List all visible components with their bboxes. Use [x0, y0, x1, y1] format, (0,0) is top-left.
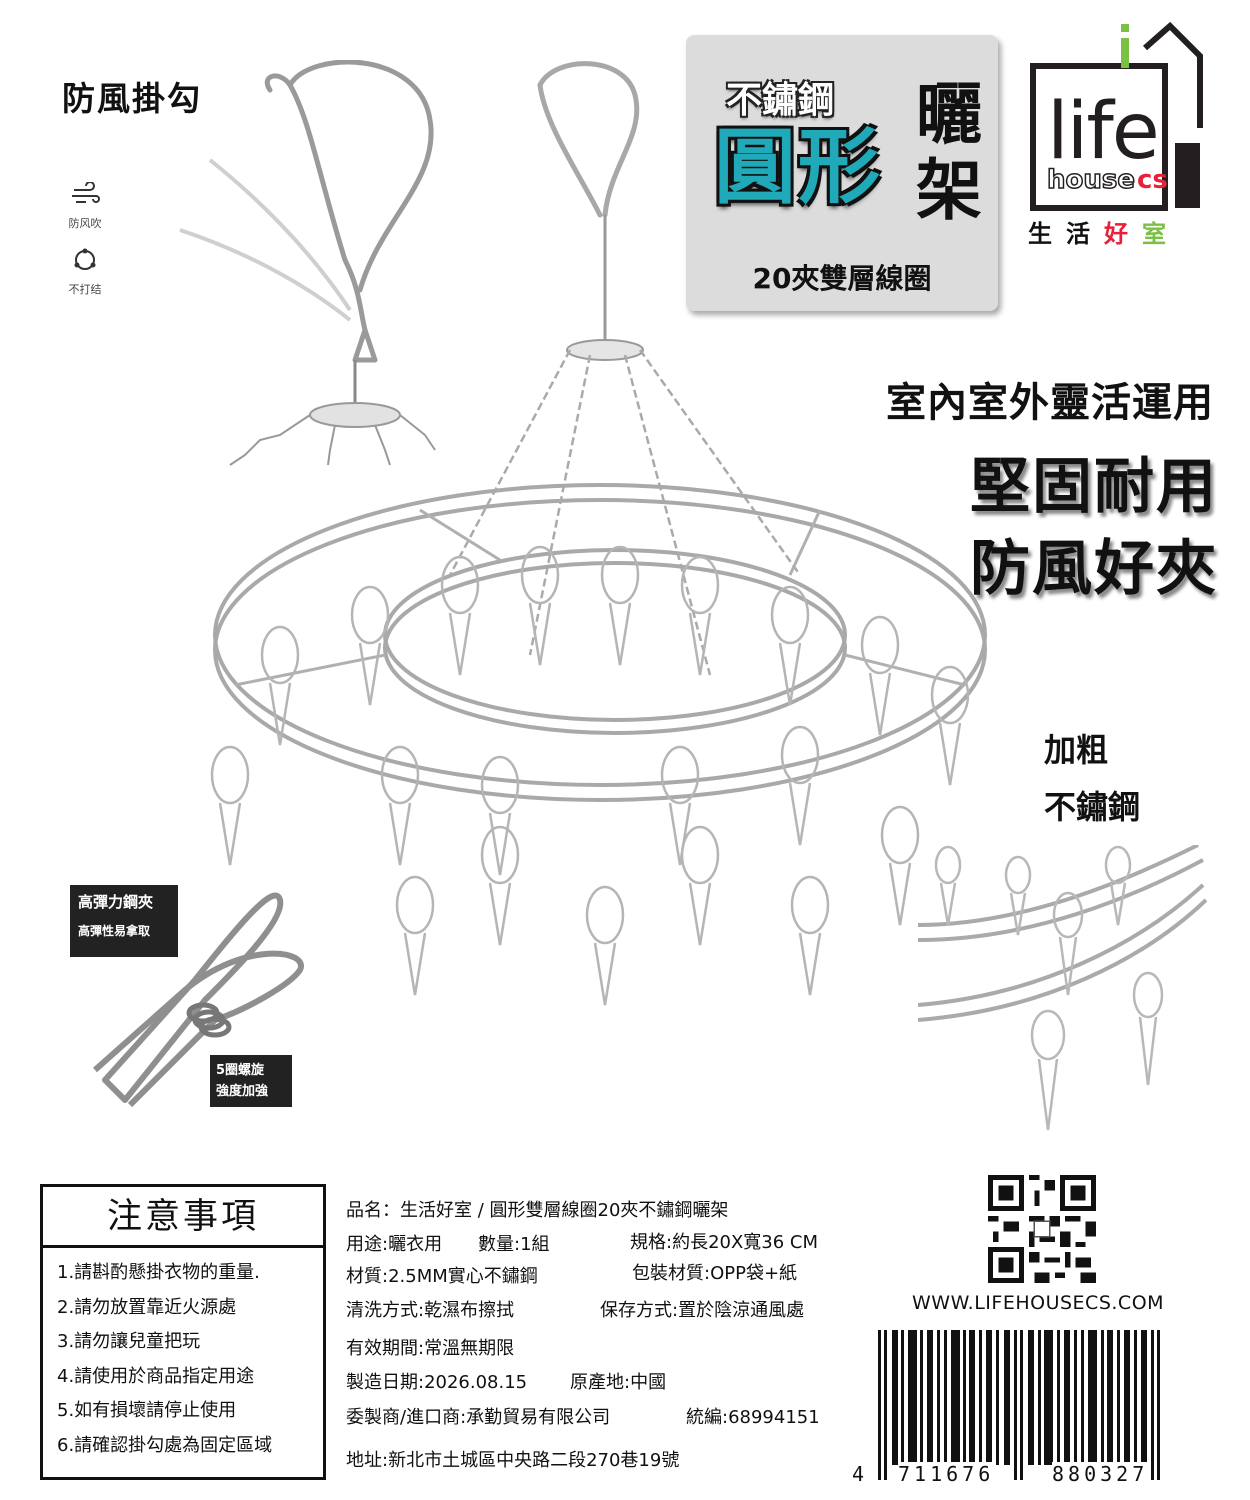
slogan-durable: 堅固耐用	[970, 452, 1218, 522]
notice-item: 1.請斟酌懸掛衣物的重量.	[57, 1262, 260, 1283]
product-origin: 原產地:中國	[570, 1372, 667, 1393]
product-spec: 規格:約長20X寬36 CM	[630, 1232, 819, 1253]
logo-char-1: 生	[1028, 220, 1066, 248]
knot-label: 不打结	[68, 283, 102, 296]
svg-text:house: house	[1047, 165, 1135, 195]
product-name: 品名：生活好室 / 圓形雙層線圈20夾不鏽鋼曬架	[346, 1200, 729, 1221]
product-validity: 有效期間:常溫無期限	[346, 1338, 515, 1359]
title-material: 不鏽鋼	[726, 80, 835, 121]
barcode-right-digits: 880327	[1052, 1462, 1149, 1486]
clip-spring-title: 高彈力鋼夾	[78, 893, 154, 911]
knot-feature: 不打结	[60, 246, 110, 297]
wind-hook-illustration	[179, 60, 436, 466]
product-quantity: 數量:1組	[478, 1234, 550, 1255]
clip-spring-badge: 高彈力鋼夾 高彈性易拿取	[70, 885, 178, 957]
svg-text:cs: cs	[1137, 165, 1168, 195]
barcode	[878, 1330, 1160, 1480]
website-url[interactable]: WWW.LIFEHOUSECS.COM	[912, 1292, 1165, 1314]
qr-code	[988, 1175, 1096, 1283]
logo-char-3: 好	[1104, 220, 1142, 248]
slogan-indoor-outdoor: 室內室外靈活運用	[886, 380, 1214, 426]
title-vertical-2: 架	[916, 152, 982, 229]
notice-item: 2.請勿放置靠近火源處	[57, 1296, 237, 1318]
spiral-title: 5圈螺旋	[216, 1063, 265, 1078]
product-material: 材質:2.5MM實心不鏽鋼	[346, 1266, 538, 1287]
title-subtitle: 20夾雙層線圈	[752, 262, 932, 295]
wind-feature: 防风吹	[60, 181, 110, 231]
product-storage: 保存方式:置於陰涼通風處	[600, 1300, 805, 1321]
notice-item: 4.請使用於商品指定用途	[57, 1365, 255, 1387]
product-cleaning: 清洗方式:乾濕布擦拭	[346, 1300, 515, 1321]
thick-ring-detail	[918, 845, 1208, 1131]
notice-title: 注意事項	[43, 1187, 323, 1248]
title-vertical: 曬 架	[914, 77, 984, 229]
wind-label: 防风吹	[68, 217, 102, 230]
round-drying-rack-illustration	[210, 61, 987, 1006]
thick-label: 加粗	[1044, 731, 1109, 769]
notice-item: 3.請勿讓兒童把玩	[57, 1331, 201, 1352]
product-importer: 委製商/進口商:承勤貿易有限公司	[346, 1407, 611, 1428]
logo-chinese-name: 生活好室	[1028, 214, 1200, 249]
barcode-left-digits: 711676	[898, 1462, 995, 1486]
steel-clip-illustration	[93, 892, 304, 1108]
title-main: 圓形	[714, 120, 883, 215]
wind-icon	[60, 181, 110, 215]
logo-char-2: 活	[1066, 220, 1104, 248]
logo-char-4: 室	[1142, 220, 1180, 248]
stainless-label: 不鏽鋼	[1044, 788, 1141, 826]
product-address: 地址:新北市土城區中央路二段270巷19號	[346, 1450, 680, 1471]
notice-box: 注意事項 1.請斟酌懸掛衣物的重量. 2.請勿放置靠近火源處 3.請勿讓兒童把玩…	[40, 1184, 326, 1480]
product-manufacture-date: 製造日期:2026.08.15	[346, 1372, 528, 1393]
title-vertical-1: 曬	[916, 76, 982, 153]
clip-spring-sub: 高彈性易拿取	[78, 924, 151, 938]
svg-text:life: life	[1047, 87, 1158, 177]
recycle-knot-icon	[60, 246, 110, 281]
spiral-badge: 5圈螺旋 強度加強	[210, 1055, 292, 1107]
notice-list: 1.請斟酌懸掛衣物的重量. 2.請勿放置靠近火源處 3.請勿讓兒童把玩 4.請使…	[43, 1248, 323, 1463]
product-tax-id: 統編:68994151	[686, 1407, 820, 1428]
slogan-windproof: 防風好夾	[970, 534, 1218, 604]
barcode-first-digit: 4	[852, 1462, 869, 1486]
lifehousecs-logo: life house cs	[1030, 21, 1203, 211]
product-usage: 用途:曬衣用	[346, 1234, 443, 1255]
wind-hook-title: 防風掛勾	[62, 79, 202, 118]
notice-item: 5.如有損壞請停止使用	[57, 1400, 237, 1421]
spiral-sub: 強度加強	[216, 1084, 269, 1099]
notice-item: 6.請確認掛勾處為固定區域	[57, 1434, 273, 1456]
product-packaging: 包裝材質:OPP袋+紙	[632, 1263, 798, 1284]
title-card: 不鏽鋼 圓形 曬 架 20夾雙層線圈	[686, 35, 998, 311]
